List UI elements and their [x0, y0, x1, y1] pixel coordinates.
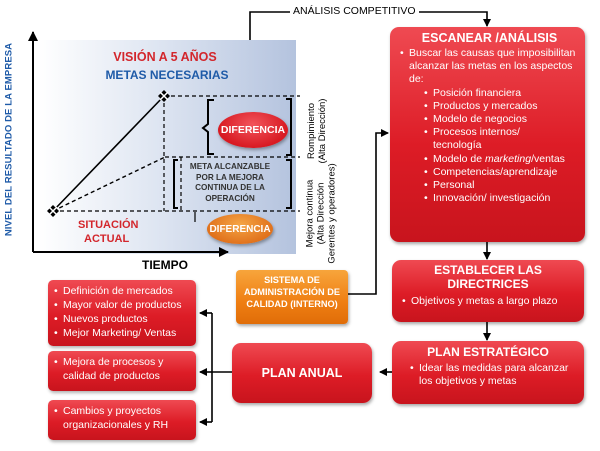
escanear-box: ESCANEAR /ANÁLISIS Buscar las causas que… — [390, 27, 585, 242]
plan-estrategico-item: Idear las medidas para alcanzar los obje… — [410, 362, 578, 388]
aspect-item: Personal — [424, 179, 579, 192]
aspect-item: Modelo de negocios — [424, 113, 579, 126]
actual-marker — [47, 205, 59, 217]
establecer-title-2: DIRECTRICES — [447, 277, 529, 291]
meta-line-2: POR LA MEJORA — [196, 172, 264, 182]
arrow-sistema-to-escanear — [347, 129, 389, 295]
situacion-line1: SITUACIÓN — [78, 219, 139, 231]
aspect-item: Modelo de marketing/ventas — [424, 153, 579, 166]
aspect-item: Posición financiera — [424, 87, 579, 100]
escanear-intro: Buscar las causas que imposibilitan alca… — [400, 47, 579, 87]
vision-label: VISIÓN A 5 AÑOS — [113, 50, 217, 64]
escanear-title: ESCANEAR /ANÁLISIS — [421, 31, 558, 45]
plan-anual-box: PLAN ANUAL — [232, 343, 372, 403]
left-box-1-item: Nuevos productos — [54, 312, 192, 326]
establecer-title-1: ESTABLECER LAS — [434, 263, 542, 277]
sistema-line1: SISTEMA DE — [264, 275, 320, 285]
aspect-item: Procesos internos/ tecnología — [424, 126, 579, 152]
aspect-item: Competencias/aprendizaje — [424, 166, 579, 179]
rompimiento-bracket — [286, 98, 292, 156]
sistema-line2: ADMINISTRACIÓN DE — [244, 287, 340, 297]
sistema-line3: CALIDAD (INTERNO) — [246, 299, 338, 309]
sistema-box: SISTEMA DE ADMINISTRACIÓN DE CALIDAD (IN… — [236, 270, 348, 324]
analisis-competitivo-label: ANÁLISIS COMPETITIVO — [290, 5, 419, 17]
x-axis-label: TIEMPO — [142, 258, 189, 272]
meta-line-3: CONTINUA DE LA — [195, 183, 265, 192]
left-box-2: Mejora de procesos y calidad de producto… — [48, 351, 196, 391]
plan-estrategico-title: PLAN ESTRATÉGICO — [427, 345, 549, 359]
left-box-3-item: Cambios y proyectos organizacionales y R… — [54, 404, 192, 432]
mejora-line — [52, 156, 166, 212]
meta-bracket — [173, 159, 178, 209]
y-axis-label: NIVEL DEL RESULTADO DE LA EMPRESA — [3, 42, 15, 237]
situacion-line2: ACTUAL — [84, 233, 130, 245]
mejora-line3: Gerentes y operadores) — [326, 163, 338, 264]
vision-line — [52, 95, 165, 212]
diferencia-brace-top — [201, 99, 214, 155]
aspect-item: Innovación/ investigación — [424, 192, 579, 205]
diferencia-oval-bottom: DIFERENCIA — [207, 214, 273, 244]
mejora-continua-label: Mejora continua (Alta Dirección Gerentes… — [305, 154, 338, 274]
meta-line-4: OPERACIÓN — [205, 193, 255, 203]
metas-label: METAS NECESARIAS — [105, 68, 229, 82]
aspect-item: Productos y mercados — [424, 100, 579, 113]
left-box-3: Cambios y proyectos organizacionales y R… — [48, 400, 196, 440]
vision-marker — [158, 90, 170, 102]
left-box-2-item: Mejora de procesos y calidad de producto… — [54, 355, 192, 383]
mejora-line1: Mejora continua — [304, 179, 316, 248]
situacion-label: SITUACIÓN ACTUAL — [64, 218, 154, 246]
mejora-bracket — [286, 159, 292, 209]
diferencia-oval-top: DIFERENCIA — [218, 112, 288, 148]
meta-line-1: META ALCANZABLE — [189, 162, 271, 171]
plan-anual-title: PLAN ANUAL — [261, 366, 343, 380]
left-box-1-item: Definición de mercados — [54, 284, 192, 298]
meta-alcanzable-label: META ALCANZABLE POR LA MEJORA CONTINUA D… — [185, 162, 275, 204]
left-box-1-item: Mejor Marketing/ Ventas — [54, 326, 192, 340]
establecer-item: Objetivos y metas a largo plazo — [402, 295, 578, 308]
establecer-box: ESTABLECER LAS DIRECTRICES Objetivos y m… — [392, 260, 584, 322]
mejora-line2: (Alta Dirección — [315, 182, 327, 245]
plan-estrategico-box: PLAN ESTRATÉGICO Idear las medidas para … — [392, 341, 584, 404]
left-box-1: Definición de mercados Mayor valor de pr… — [48, 280, 196, 346]
left-box-1-item: Mayor valor de productos — [54, 298, 192, 312]
